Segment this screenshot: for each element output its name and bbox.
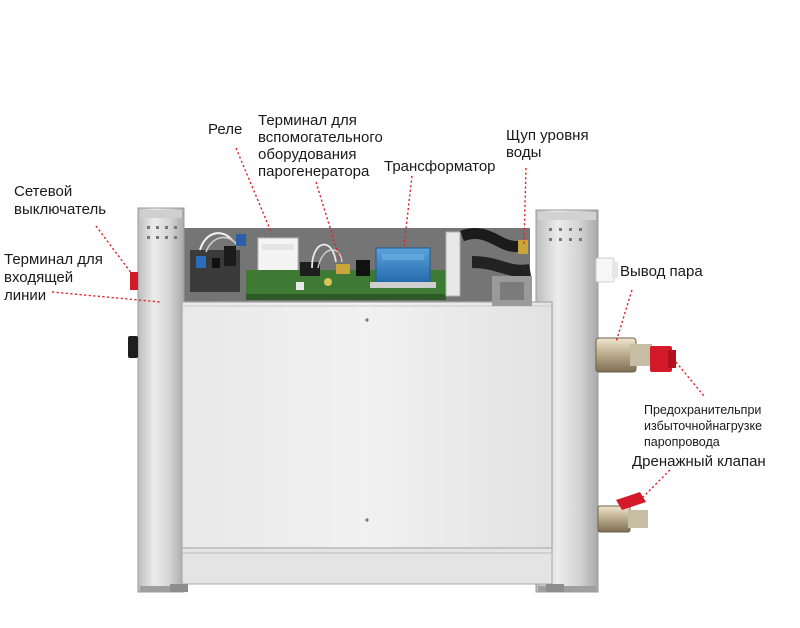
label-aux-terminal-line1: Терминал для — [258, 112, 357, 129]
label-power-switch-line1: Сетевой — [14, 183, 72, 200]
front-panel — [170, 301, 564, 592]
leader-relay — [235, 147, 273, 235]
safety-valve — [595, 337, 676, 373]
label-fuse-line2: избыточнойнагрузке — [644, 419, 762, 433]
label-input-terminal-line3: линии — [4, 287, 46, 304]
label-transformer: Трансформатор — [384, 158, 496, 175]
label-aux-terminal-line3: оборудования — [258, 146, 356, 163]
steam-generator-body — [128, 207, 676, 593]
label-aux-terminal-line4: парогенератора — [258, 163, 370, 180]
label-water-probe-line2: воды — [506, 144, 541, 161]
leader-lines — [51, 147, 705, 501]
leader-probe — [523, 167, 527, 245]
power-switch — [128, 272, 138, 358]
input-terminal-block — [190, 232, 246, 292]
transformer-component — [370, 247, 436, 288]
leader-steam-out — [615, 289, 633, 343]
label-relay: Реле — [208, 121, 242, 138]
callout-labels: Сетевой выключатель Терминал для входяще… — [4, 112, 766, 470]
steam-outlet-fitting — [595, 257, 618, 283]
label-input-terminal-line2: входящей — [4, 269, 73, 286]
label-power-switch-line2: выключатель — [14, 201, 106, 218]
label-water-probe-line1: Щуп уровня — [506, 127, 589, 144]
label-drain-valve: Дренажный клапан — [632, 453, 766, 470]
left-side-post — [137, 207, 185, 593]
label-fuse-line1: Предохранительпри — [644, 403, 761, 417]
label-fuse-line3: паропровода — [644, 435, 720, 449]
water-probe-assembly — [445, 228, 532, 306]
label-input-terminal-line1: Терминал для — [4, 251, 103, 268]
leader-drain — [639, 469, 671, 501]
drain-valve — [597, 492, 648, 533]
label-steam-outlet: Вывод пара — [620, 263, 703, 280]
label-aux-terminal-line2: вспомогательного — [258, 129, 383, 146]
leader-fuse — [675, 361, 705, 397]
leader-switch — [95, 225, 133, 275]
